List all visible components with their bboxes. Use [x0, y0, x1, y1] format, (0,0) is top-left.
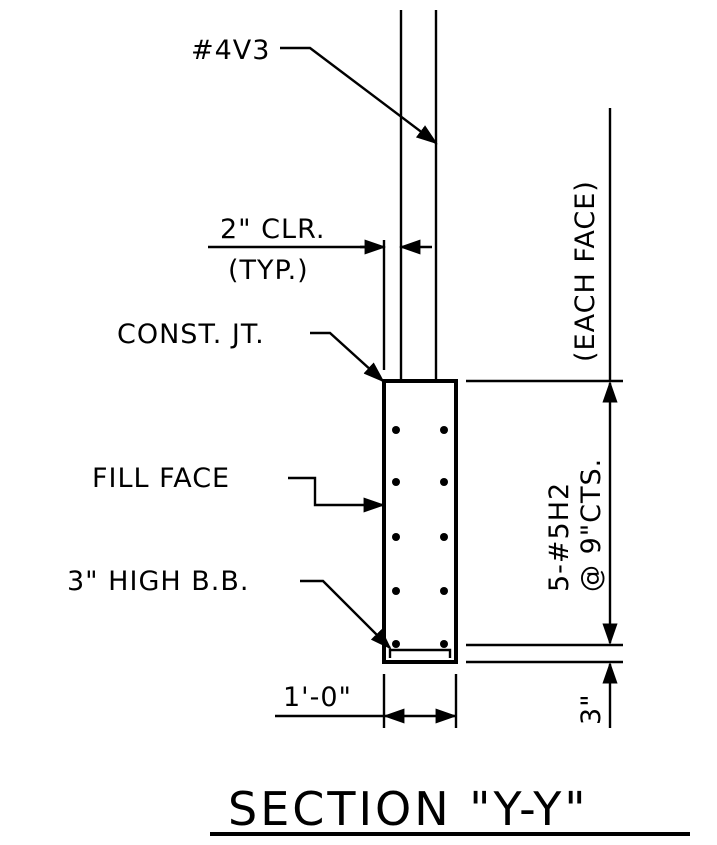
rebar-dot — [392, 478, 400, 486]
bottom-dim-label: 3" — [576, 693, 607, 725]
each-face-label: (EACH FACE) — [570, 180, 601, 362]
rebar-dot — [440, 640, 448, 648]
rebar-dot — [392, 587, 400, 595]
rebar-dot — [392, 426, 400, 434]
clear-label-2: (TYP.) — [228, 255, 309, 286]
section-title: SECTION "Y-Y" — [228, 782, 588, 836]
fill-face-leader — [288, 476, 386, 513]
fill-face-label: FILL FACE — [92, 463, 230, 494]
spacing-label-2: @ 9"CTS. — [576, 458, 607, 592]
width-label: 1'-0" — [283, 682, 352, 713]
const-jt-label: CONST. JT. — [117, 319, 265, 350]
rebar-dot — [440, 478, 448, 486]
clear-label-1: 2" CLR. — [220, 214, 325, 245]
rebar-dot — [440, 587, 448, 595]
bb-label: 3" HIGH B.B. — [67, 566, 249, 597]
footing-section — [382, 379, 458, 664]
const-jt-leader — [310, 331, 385, 383]
rebar-dot — [392, 640, 400, 648]
rebar-dot — [440, 426, 448, 434]
rebar-dot — [392, 533, 400, 541]
bar-v-label: #4V3 — [191, 35, 270, 66]
bottom-bevel — [388, 648, 452, 658]
bar-v-leader — [280, 46, 438, 145]
spacing-label-1: 5-#5H2 — [544, 482, 575, 592]
rebar-dots — [392, 426, 448, 648]
bb-leader — [300, 579, 392, 650]
rebar-dot — [440, 533, 448, 541]
